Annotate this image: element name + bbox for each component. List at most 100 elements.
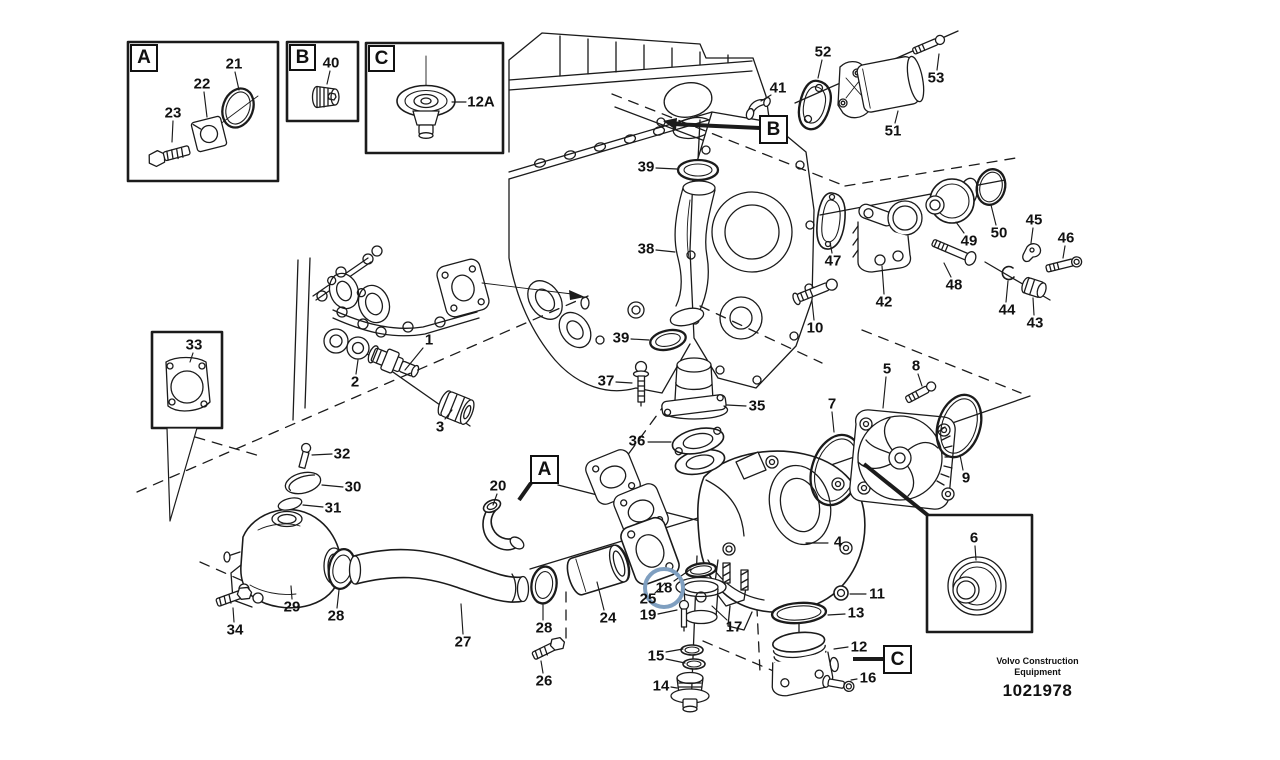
leader-line: [894, 110, 899, 124]
callout-20: 20: [489, 477, 507, 495]
callout-39: 39: [637, 158, 655, 176]
leader-line: [955, 221, 965, 234]
part-6-seal-detail: [862, 462, 1034, 634]
part-5-water-pump: [809, 381, 983, 510]
callout-12A: 12A: [467, 93, 495, 111]
callout-25: 25: [639, 590, 657, 608]
leader-line: [831, 411, 835, 433]
leader-line: [326, 70, 331, 85]
callout-2: 2: [350, 373, 360, 391]
callout-51: 51: [884, 122, 902, 140]
oil-cooler-group: [770, 585, 855, 697]
callout-45: 45: [1025, 211, 1043, 229]
callout-3: 3: [435, 418, 445, 436]
callout-28: 28: [535, 619, 553, 637]
leader-line: [665, 648, 684, 653]
leader-line: [882, 376, 887, 409]
leader-line: [311, 453, 333, 456]
leader-line: [492, 493, 498, 506]
callout-21: 21: [225, 55, 243, 73]
callout-23: 23: [164, 104, 182, 122]
callout-11: 11: [869, 585, 885, 603]
hose-and-thermostat-group: [215, 442, 727, 713]
callout-30: 30: [344, 478, 362, 496]
callout-40: 40: [322, 54, 340, 72]
drawing-number: 1021978: [1002, 681, 1073, 700]
leader-line: [596, 581, 605, 611]
left-manifold-art: [292, 245, 585, 421]
callout-16: 16: [859, 669, 877, 687]
leader-line: [615, 381, 633, 384]
leader-line: [540, 660, 544, 674]
callout-44: 44: [998, 301, 1016, 319]
leader-line: [974, 545, 977, 561]
right-fitting-cluster: [792, 168, 1083, 306]
marker-pointers: [517, 118, 883, 661]
leader-line: [1032, 297, 1035, 316]
callout-41: 41: [769, 79, 787, 97]
callout-18: 18: [655, 579, 673, 597]
leader-line: [827, 613, 846, 616]
callout-12: 12: [850, 638, 868, 656]
brand-text: Volvo Construction Equipment: [996, 656, 1079, 677]
callout-5: 5: [882, 360, 892, 378]
leader-line: [917, 373, 923, 387]
callout-24: 24: [599, 609, 617, 627]
leader-line: [833, 646, 849, 650]
callout-15: 15: [647, 647, 665, 665]
section-marker-b-main-engine-face: B: [759, 115, 788, 144]
callout-53: 53: [927, 69, 945, 87]
callout-38: 38: [637, 240, 655, 258]
leader-line: [936, 53, 940, 71]
leader-line: [171, 120, 174, 143]
leader-line: [829, 241, 833, 254]
leader-line: [203, 91, 208, 118]
callout-42: 42: [875, 293, 893, 311]
leader-line: [711, 605, 728, 621]
callout-27: 27: [454, 633, 472, 651]
leader-line: [665, 658, 686, 664]
section-marker-b-inset-b: B: [289, 44, 316, 71]
callout-28: 28: [327, 607, 345, 625]
leader-line: [655, 167, 678, 170]
callout-1: 1: [424, 331, 434, 349]
leader-line: [234, 71, 240, 91]
callout-43: 43: [1026, 314, 1044, 332]
leader-line: [990, 204, 997, 226]
leader-line: [657, 609, 678, 615]
callout-49: 49: [960, 232, 978, 250]
drawing-footer: Volvo Construction Equipment 1021978: [975, 656, 1100, 701]
leader-line: [290, 585, 293, 600]
leader-line: [817, 59, 823, 79]
leader-line: [943, 262, 952, 278]
leader-line: [811, 300, 815, 321]
leader-line: [336, 589, 340, 609]
callout-52: 52: [814, 43, 832, 61]
leader-line: [850, 678, 858, 681]
callout-35: 35: [748, 397, 766, 415]
callout-6: 6: [969, 529, 979, 547]
leader-line: [630, 338, 650, 341]
callout-47: 47: [824, 252, 842, 270]
part-38-39-pipe-stack: [632, 158, 729, 456]
callout-36: 36: [628, 432, 646, 450]
leader-line: [959, 454, 964, 471]
leader-line: [355, 359, 359, 375]
leader-line: [655, 249, 676, 253]
leader-line: [302, 504, 324, 508]
leader-line: [726, 404, 747, 407]
leader-line: [1030, 227, 1034, 244]
leader-line: [760, 94, 772, 102]
callout-22: 22: [193, 75, 211, 93]
callout-8: 8: [911, 357, 921, 375]
callout-32: 32: [333, 445, 351, 463]
callout-37: 37: [597, 372, 615, 390]
leader-line: [444, 409, 453, 420]
callout-14: 14: [652, 677, 670, 695]
callout-39: 39: [612, 329, 630, 347]
callout-29: 29: [283, 598, 301, 616]
callout-46: 46: [1057, 229, 1075, 247]
leader-line: [232, 607, 235, 623]
leader-line: [1062, 245, 1066, 259]
